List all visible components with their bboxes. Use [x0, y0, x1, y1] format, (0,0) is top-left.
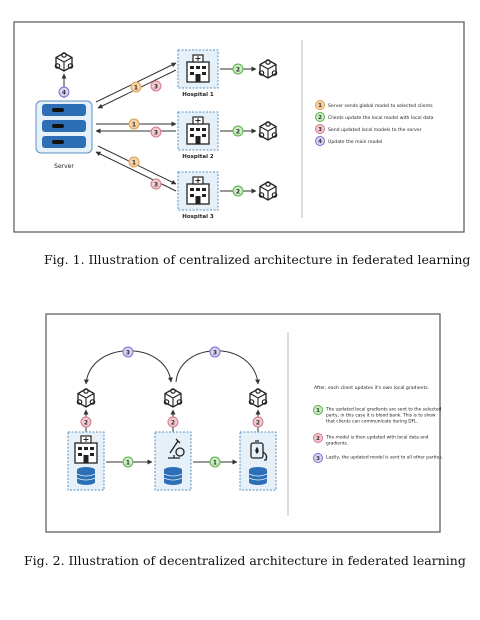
legend-text: The updated local gradients are sent to … — [325, 407, 442, 413]
svg-text:4: 4 — [318, 139, 322, 145]
legend-text: Send updated local models to the server — [328, 127, 422, 133]
svg-text:3: 3 — [154, 84, 158, 91]
svg-text:1: 1 — [318, 103, 322, 109]
svg-text:4: 4 — [62, 90, 66, 97]
blood-bag-icon — [250, 440, 268, 461]
legend-item: 3 Lastly, the updated model is sent to al… — [313, 453, 443, 463]
step-badges-fig1: 1 3 1 3 1 3 — [128, 80, 162, 190]
step-2-badges: 2 2 2 — [80, 416, 264, 428]
client-hospital — [67, 431, 105, 491]
svg-text:3: 3 — [126, 350, 130, 357]
legend-item: 1 Server sends global model to selected c… — [315, 100, 433, 110]
svg-text:3: 3 — [154, 130, 158, 137]
local-model-flow-3: 2 — [220, 181, 278, 201]
svg-text:1: 1 — [132, 122, 136, 129]
legend-text: Server sends global model to selected cl… — [328, 103, 433, 109]
step-3-badges: 3 3 — [122, 346, 221, 358]
legend-item: 3 Send updated local models to the server — [315, 124, 422, 134]
local-model-flow-2: 2 — [220, 121, 278, 141]
svg-text:1: 1 — [316, 408, 320, 414]
legend-text: Clients update the local model with loca… — [328, 115, 434, 121]
svg-text:2: 2 — [171, 420, 175, 427]
database-icon — [163, 467, 183, 485]
svg-text:2: 2 — [318, 115, 322, 121]
legend-item: 1 The updated local gradients are sent to… — [313, 405, 442, 425]
server-label: Server — [54, 163, 74, 170]
hospital-2 — [177, 111, 219, 151]
svg-text:2: 2 — [84, 420, 88, 427]
database-icon — [248, 467, 268, 485]
hospital-3-label: Hospital 3 — [182, 214, 214, 220]
database-icon — [76, 467, 96, 485]
hospital-3 — [177, 171, 219, 211]
svg-text:2: 2 — [236, 189, 240, 196]
svg-text:3: 3 — [316, 456, 320, 462]
legend-item: 2 The model is then updated with local da… — [313, 433, 429, 447]
svg-text:1: 1 — [126, 460, 130, 467]
client-lab — [154, 431, 192, 491]
legend-text: The model is then updated with local dat… — [325, 435, 429, 441]
microscope-icon — [168, 438, 185, 459]
svg-text:1: 1 — [132, 160, 136, 167]
legend-item: 4 Update the main model — [315, 136, 382, 146]
fig2-horizontal-arrows: 1 1 — [106, 456, 238, 468]
legend-text: that clients can communicate during DFL. — [326, 419, 418, 425]
svg-text:2: 2 — [236, 129, 240, 136]
svg-text:3: 3 — [318, 127, 322, 133]
legend-text: Update the main model — [328, 139, 382, 145]
svg-text:3: 3 — [213, 350, 217, 357]
server-icon — [35, 100, 93, 154]
svg-text:1: 1 — [213, 460, 217, 467]
legend-item: 2 Clients update the local model with loc… — [315, 112, 434, 122]
legend-text: party, in this case it is blood bank. Th… — [326, 413, 436, 419]
local-model-flow-1: 2 — [220, 59, 278, 79]
hospital-1-label: Hospital 1 — [182, 92, 214, 98]
legend-text: Lastly, the updated model is sent to all… — [326, 455, 443, 461]
fig1-legend: 1 Server sends global model to selected c… — [315, 100, 434, 146]
svg-text:1: 1 — [134, 85, 138, 92]
fig2-frame — [45, 313, 441, 533]
svg-text:2: 2 — [256, 420, 260, 427]
hospital-2-label: Hospital 2 — [182, 154, 214, 160]
fig2-caption: Fig. 2. Illustration of decentralized ar… — [24, 553, 466, 568]
svg-text:3: 3 — [154, 182, 158, 189]
fig2-intro: After, each client updates it's own loca… — [314, 385, 429, 391]
legend-text: gradients. — [326, 441, 348, 447]
svg-text:2: 2 — [236, 67, 240, 74]
svg-text:2: 2 — [316, 436, 320, 442]
step-4-badge: 4 — [58, 86, 70, 98]
fig1-caption: Fig. 1. Illustration of centralized arch… — [44, 252, 471, 267]
client-blood-bank — [239, 431, 277, 491]
fig2-legend: 1 The updated local gradients are sent to… — [313, 405, 443, 463]
hospital-1 — [177, 49, 219, 89]
